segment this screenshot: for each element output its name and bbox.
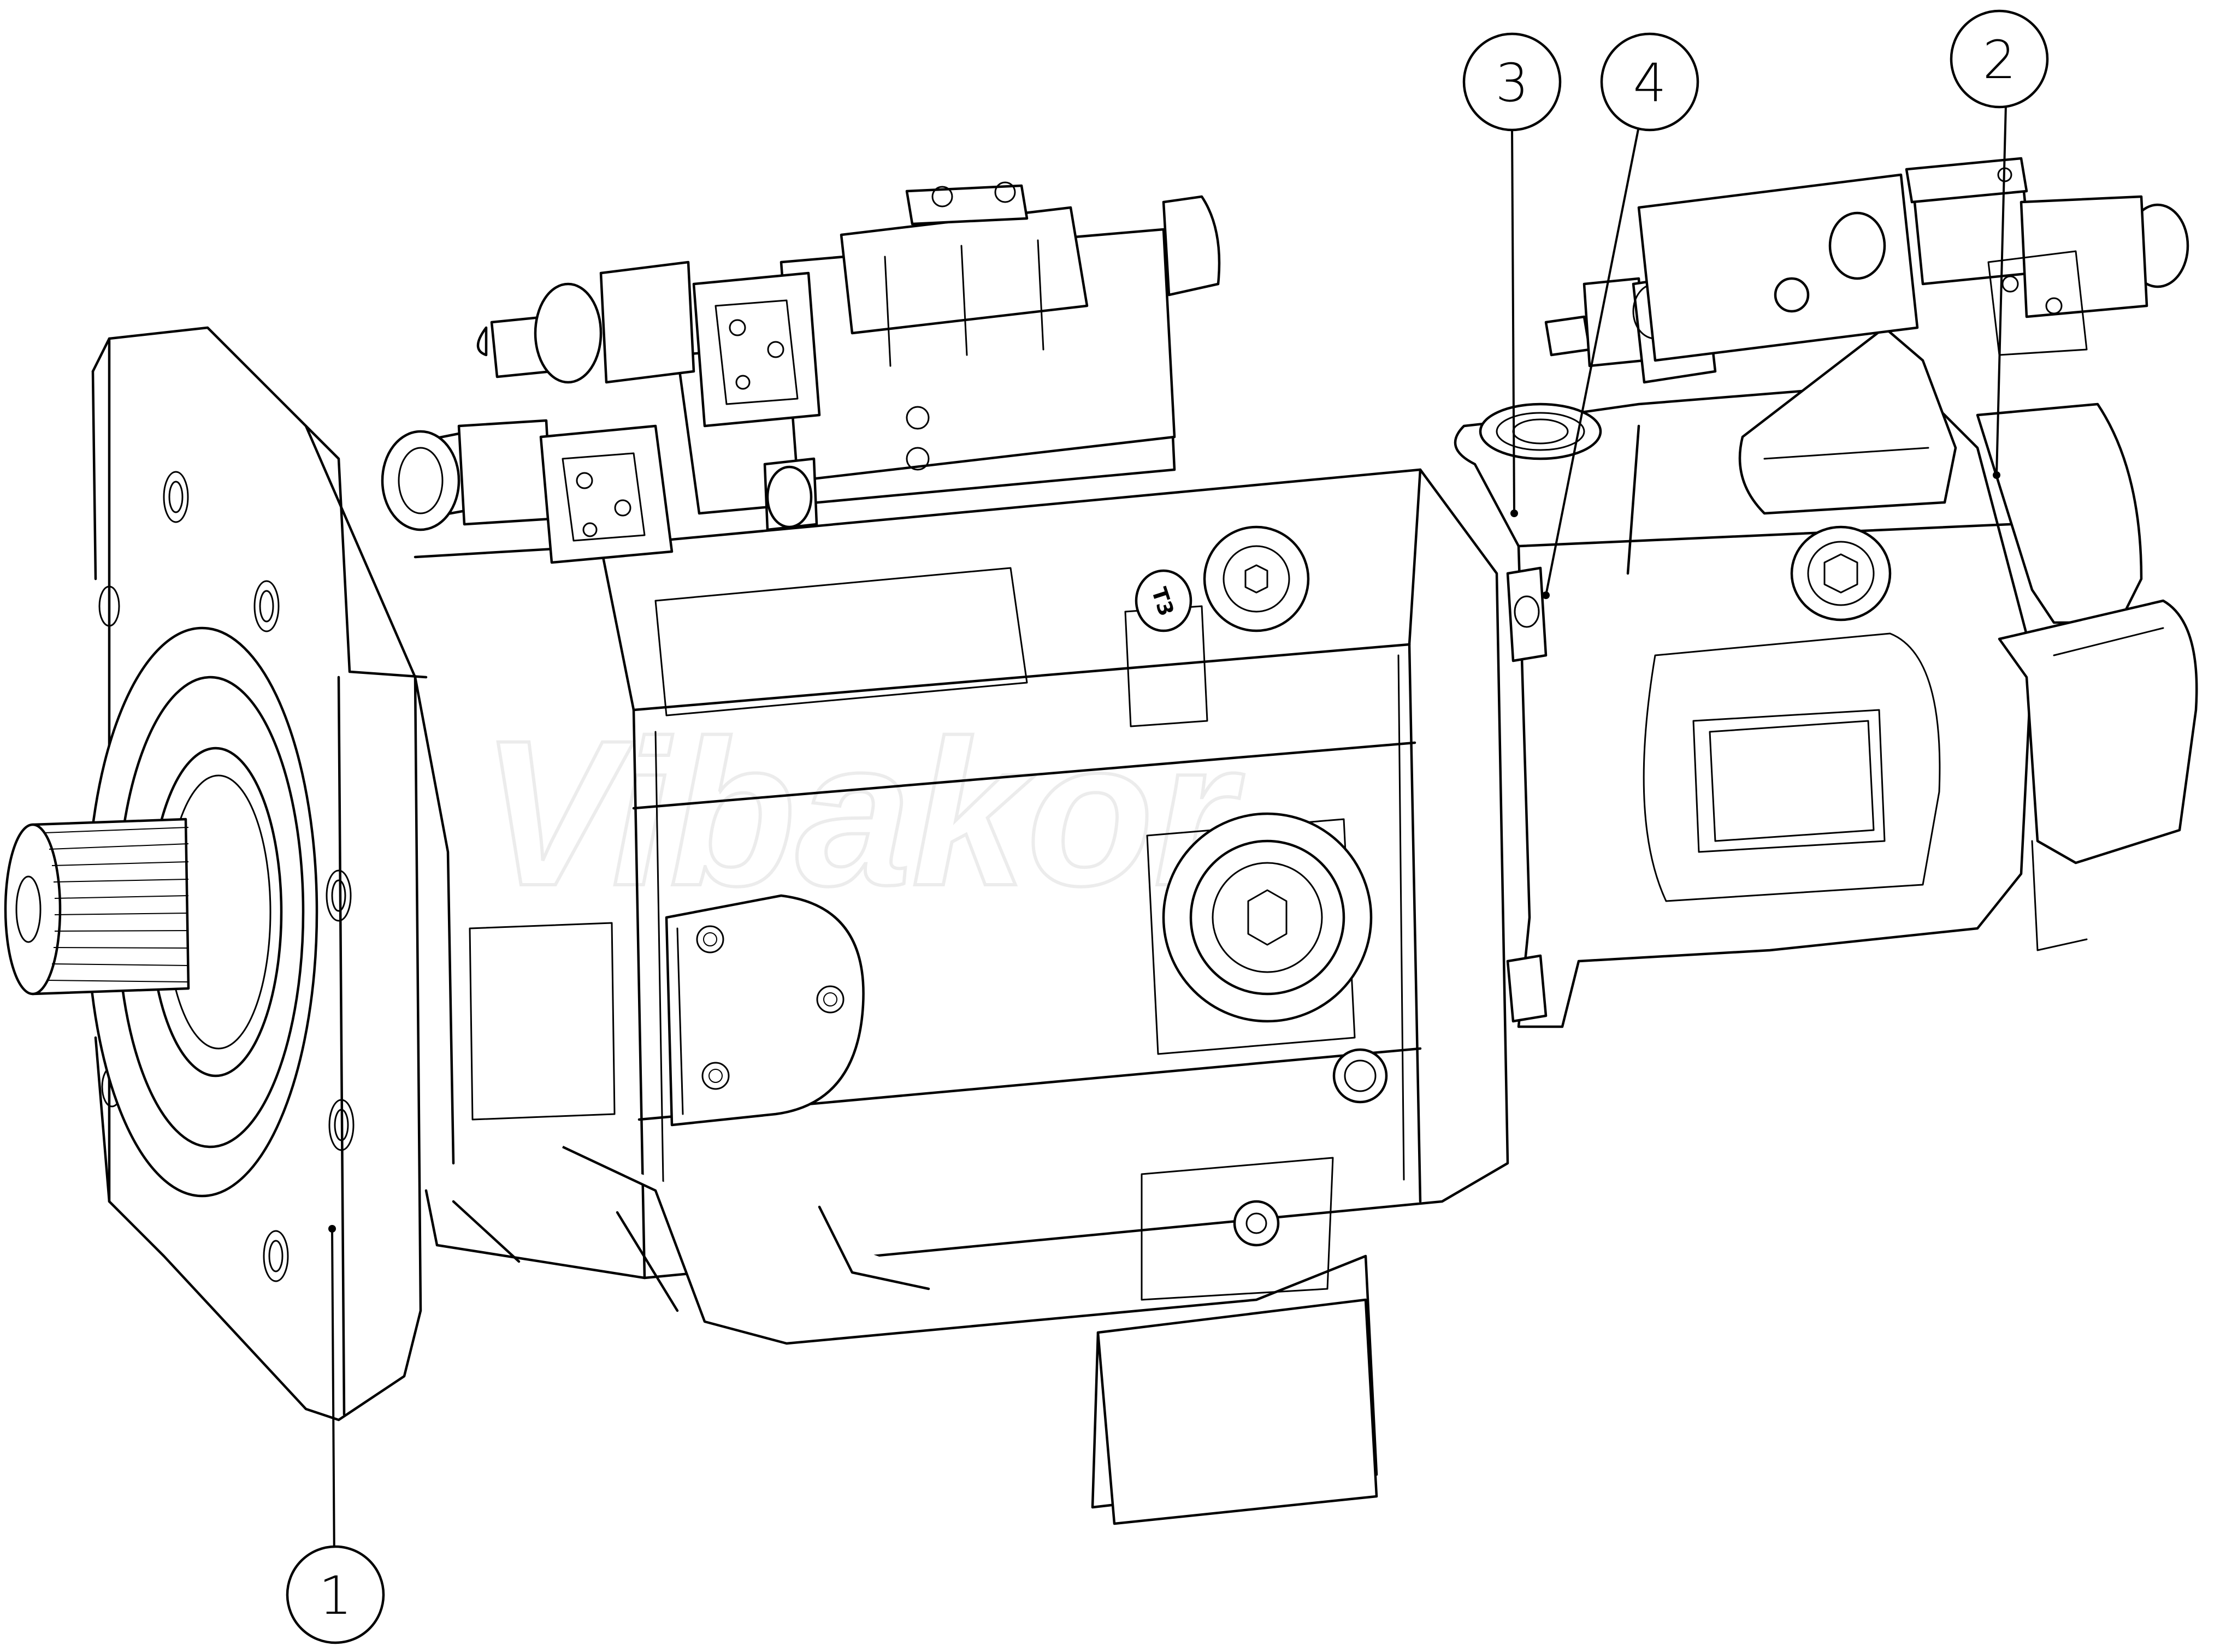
- solenoid-left-lower: [381, 419, 674, 564]
- splined-shaft: [4, 818, 190, 996]
- balloon-4-label: 4: [1633, 52, 1666, 114]
- balloon-3: 3: [1462, 32, 1562, 517]
- solenoid-rear-right: [1637, 157, 2189, 362]
- balloon-1: 1: [286, 1225, 385, 1644]
- mounting-flange: [86, 326, 428, 1422]
- rear-end-cap: [1976, 402, 2198, 951]
- front-pump-housing: [414, 468, 1509, 1280]
- small-plug: [1332, 1048, 1388, 1104]
- watermark: Vibakor: [481, 697, 1244, 929]
- balloon-4: 4: [1542, 32, 1699, 599]
- solenoid-left-upper: [476, 260, 821, 428]
- mounting-foot: [452, 1145, 1378, 1525]
- port-t3: T3: [1135, 525, 1310, 632]
- balloon-1-label: 1: [318, 1565, 352, 1626]
- rear-pump-housing: [1454, 326, 2034, 1028]
- joint-fittings: [1506, 566, 1548, 1023]
- balloon-2-label: 2: [1982, 29, 2016, 91]
- side-cover: [665, 894, 865, 1127]
- balloon-3-label: 3: [1495, 52, 1528, 114]
- hex-plug-large: [1162, 812, 1373, 1023]
- balloon-2: 2: [1950, 9, 2049, 479]
